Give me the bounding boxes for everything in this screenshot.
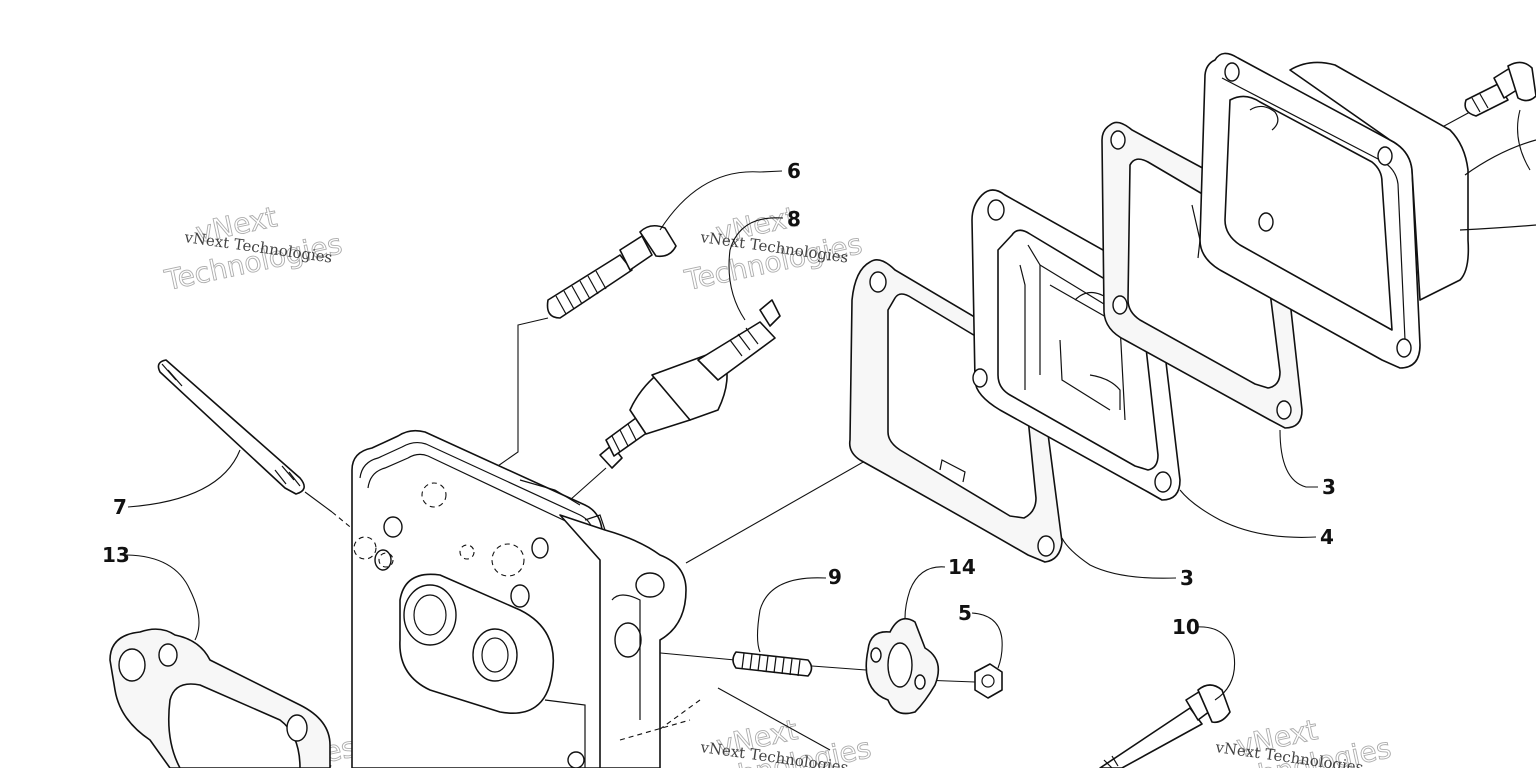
callout-14: 14 (948, 555, 976, 579)
gasket-hole (118, 648, 146, 682)
gasket-hole (1110, 130, 1126, 150)
intake-gasket-lower (848, 259, 1063, 563)
callout-leaders (126, 170, 1318, 701)
flange-bolt-bottom (1099, 684, 1231, 768)
gasket-hole (887, 642, 913, 688)
port-opening (403, 584, 457, 646)
callout-7: 7 (113, 495, 127, 519)
head-gasket (109, 628, 331, 768)
callout-8: 8 (787, 207, 801, 231)
callout-5: 5 (958, 601, 972, 625)
gasket-hole (1112, 295, 1128, 315)
gasket-hole (286, 714, 308, 742)
callout-3-lower: 3 (1180, 566, 1194, 590)
small-gasket (865, 617, 940, 715)
gasket-hole (870, 647, 882, 663)
bolt-hole (374, 549, 392, 571)
gasket-hole (1037, 535, 1055, 557)
bolt-hole (531, 537, 549, 559)
callout-13: 13 (102, 543, 130, 567)
gasket-hole (1276, 400, 1292, 420)
bolt-hole (1224, 62, 1240, 82)
cover-bolt (1464, 61, 1536, 171)
bolt-hole (1377, 146, 1393, 166)
intake-cover (1191, 52, 1536, 369)
bolt-hole (510, 584, 530, 608)
callout-9: 9 (828, 565, 842, 589)
gasket-hole (869, 271, 887, 293)
short-stud (732, 651, 813, 677)
gasket-hole (914, 674, 926, 690)
bolt-hole (1258, 212, 1274, 232)
mount-hole (614, 622, 642, 658)
cylinder-head (351, 429, 691, 768)
bolt-hole (1154, 471, 1172, 493)
bolt-hole (972, 368, 988, 388)
bolt-hole (1396, 338, 1412, 358)
callout-3-upper: 3 (1322, 475, 1336, 499)
gasket-hole (158, 643, 178, 667)
callout-10: 10 (1172, 615, 1200, 639)
callout-labels: 6 8 7 13 9 14 5 10 3 4 3 (102, 159, 1336, 639)
hex-nut (974, 663, 1003, 699)
watermark-bottom-center: vNext Technologies (690, 713, 875, 768)
callout-4: 4 (1320, 525, 1334, 549)
callout-6: 6 (787, 159, 801, 183)
mount-hole (635, 572, 665, 598)
flange-bolt-top (546, 224, 677, 319)
long-stud (157, 359, 305, 495)
bolt-hole (383, 516, 403, 538)
spark-plug (599, 299, 781, 469)
port-opening (472, 628, 518, 682)
bolt-hole (987, 199, 1005, 221)
